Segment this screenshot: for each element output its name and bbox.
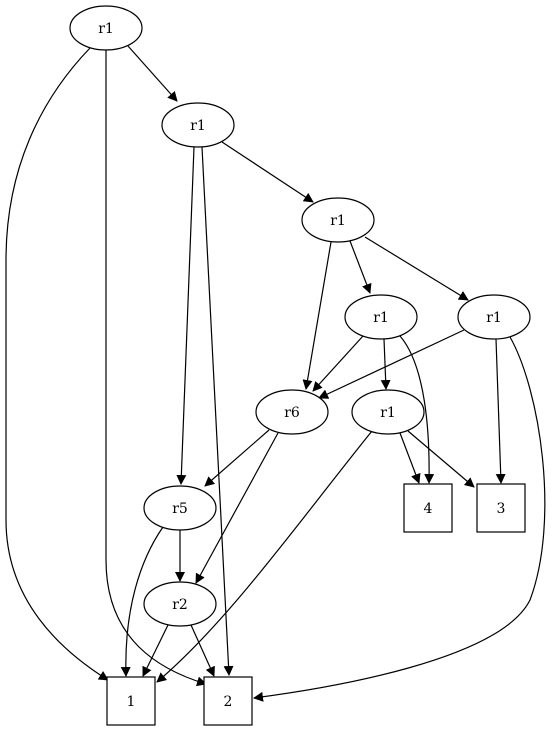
node-b4: 4 bbox=[403, 483, 453, 533]
edge-n5-b3 bbox=[495, 338, 506, 484]
edge-n4-n7 bbox=[380, 338, 391, 390]
node-n5: r1 bbox=[457, 294, 531, 340]
edge-n5-n6 bbox=[318, 329, 465, 399]
node-label: 3 bbox=[497, 501, 506, 517]
node-box bbox=[106, 676, 156, 726]
node-label: 4 bbox=[424, 501, 433, 517]
node-b2: 2 bbox=[203, 676, 253, 726]
edge-n5-b2 bbox=[253, 336, 546, 702]
edge-n7-b4 bbox=[399, 432, 421, 484]
node-ellipse bbox=[457, 294, 531, 340]
edge-n3-n5 bbox=[364, 236, 469, 301]
node-b1: 1 bbox=[106, 676, 156, 726]
edge-n6-n9 bbox=[195, 432, 279, 584]
edges-layer bbox=[5, 45, 546, 702]
node-n8: r5 bbox=[143, 485, 217, 531]
node-n7: r1 bbox=[351, 389, 425, 435]
node-n6: r6 bbox=[255, 389, 329, 435]
edge-n2-b2 bbox=[201, 146, 234, 676]
node-ellipse bbox=[143, 485, 217, 531]
node-ellipse bbox=[351, 389, 425, 435]
node-ellipse bbox=[69, 5, 143, 51]
node-n1: r1 bbox=[69, 5, 143, 51]
node-ellipse bbox=[161, 102, 235, 148]
edge-n4-b4 bbox=[399, 335, 435, 484]
node-label: r2 bbox=[172, 597, 188, 613]
node-ellipse bbox=[301, 197, 375, 243]
node-box bbox=[403, 483, 453, 533]
node-ellipse bbox=[143, 581, 217, 627]
node-label: r1 bbox=[98, 21, 114, 37]
node-ellipse bbox=[344, 294, 418, 340]
node-label: r1 bbox=[486, 310, 502, 326]
edge-n1-b2 bbox=[105, 50, 207, 687]
edge-n6-n8 bbox=[204, 429, 270, 487]
edge-n9-b1 bbox=[142, 624, 169, 677]
edge-n1-n2 bbox=[127, 45, 178, 102]
node-b3: 3 bbox=[476, 483, 526, 533]
node-label: r6 bbox=[284, 405, 300, 421]
edge-n3-n4 bbox=[349, 240, 372, 294]
edge-n3-n6 bbox=[302, 241, 332, 390]
node-ellipse bbox=[255, 389, 329, 435]
node-box bbox=[203, 676, 253, 726]
node-label: r5 bbox=[172, 501, 188, 517]
nodes-layer: r1 r1 r1 r1 r1 r6 r1 r5 r2 4 3 1 2 bbox=[69, 5, 531, 726]
node-label: r1 bbox=[380, 405, 396, 421]
edge-n2-n3 bbox=[221, 141, 314, 203]
node-label: 2 bbox=[224, 694, 233, 710]
edge-n7-b3 bbox=[407, 430, 475, 488]
node-n3: r1 bbox=[301, 197, 375, 243]
node-label: r1 bbox=[330, 213, 346, 229]
node-label: r1 bbox=[190, 118, 206, 134]
node-label: 1 bbox=[127, 694, 136, 710]
edge-n4-n6 bbox=[312, 335, 364, 392]
node-n2: r1 bbox=[161, 102, 235, 148]
edge-n7-b1 bbox=[156, 430, 373, 683]
node-n4: r1 bbox=[344, 294, 418, 340]
edge-n8-b1 bbox=[120, 526, 164, 677]
node-box bbox=[476, 483, 526, 533]
edge-n1-b1 bbox=[5, 47, 109, 681]
node-label: r1 bbox=[373, 310, 389, 326]
edge-n9-b2 bbox=[190, 624, 215, 677]
node-n9: r2 bbox=[143, 581, 217, 627]
edge-n2-n8 bbox=[176, 146, 195, 485]
